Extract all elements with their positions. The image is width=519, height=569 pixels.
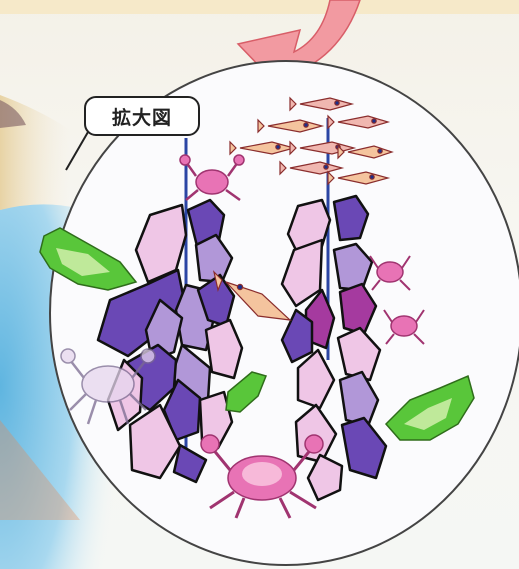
callout-label: 拡大図 xyxy=(84,96,200,136)
